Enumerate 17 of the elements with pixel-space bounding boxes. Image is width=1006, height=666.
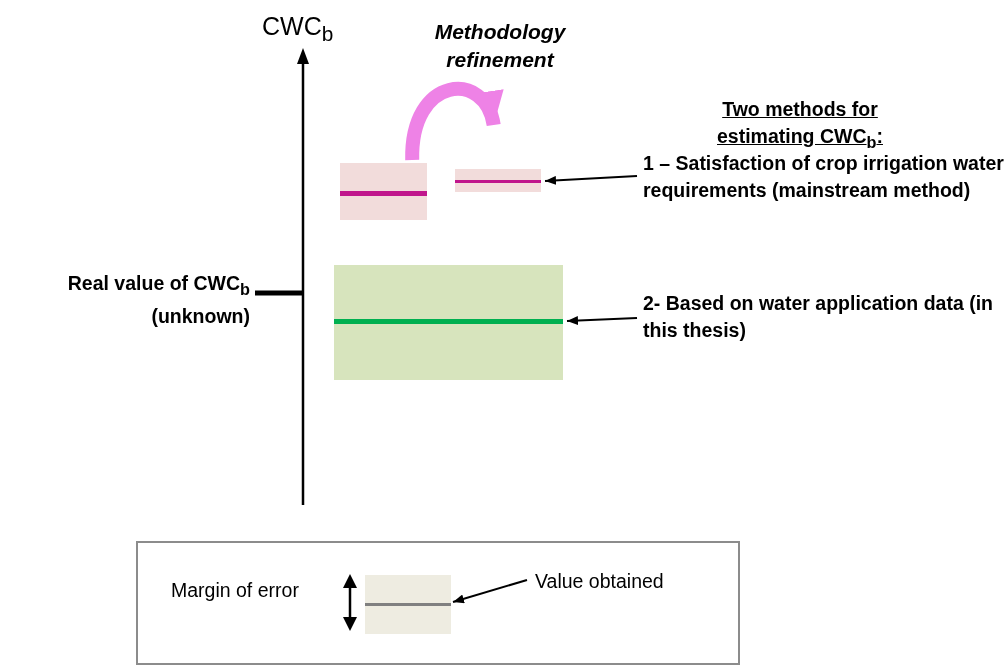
method-description: 2- Based on water application data (in this thesis)	[643, 290, 1005, 344]
error-band	[455, 169, 541, 192]
value-label: Real value of CWC$_{b}$ (unknown)	[66, 271, 250, 329]
legend-text: Margin of error	[171, 579, 299, 602]
error-band	[340, 163, 427, 220]
axis-title: CWC$_{b}$	[262, 12, 334, 46]
legend-frame	[136, 541, 740, 665]
error-band	[365, 575, 451, 634]
legend-text: Value obtained	[535, 570, 715, 593]
curved-arrow	[405, 82, 501, 161]
legend-heading: Two methods for estimating CWC$_{b}$:	[716, 97, 884, 153]
arrow	[544, 175, 638, 185]
arrow	[566, 316, 638, 325]
edge-label: Methodology refinement	[433, 19, 567, 73]
error-band	[334, 265, 563, 380]
arrow	[452, 579, 528, 604]
method-description: 1 – Satisfaction of crop irrigation water requirements (mainstream method)	[643, 150, 1005, 204]
